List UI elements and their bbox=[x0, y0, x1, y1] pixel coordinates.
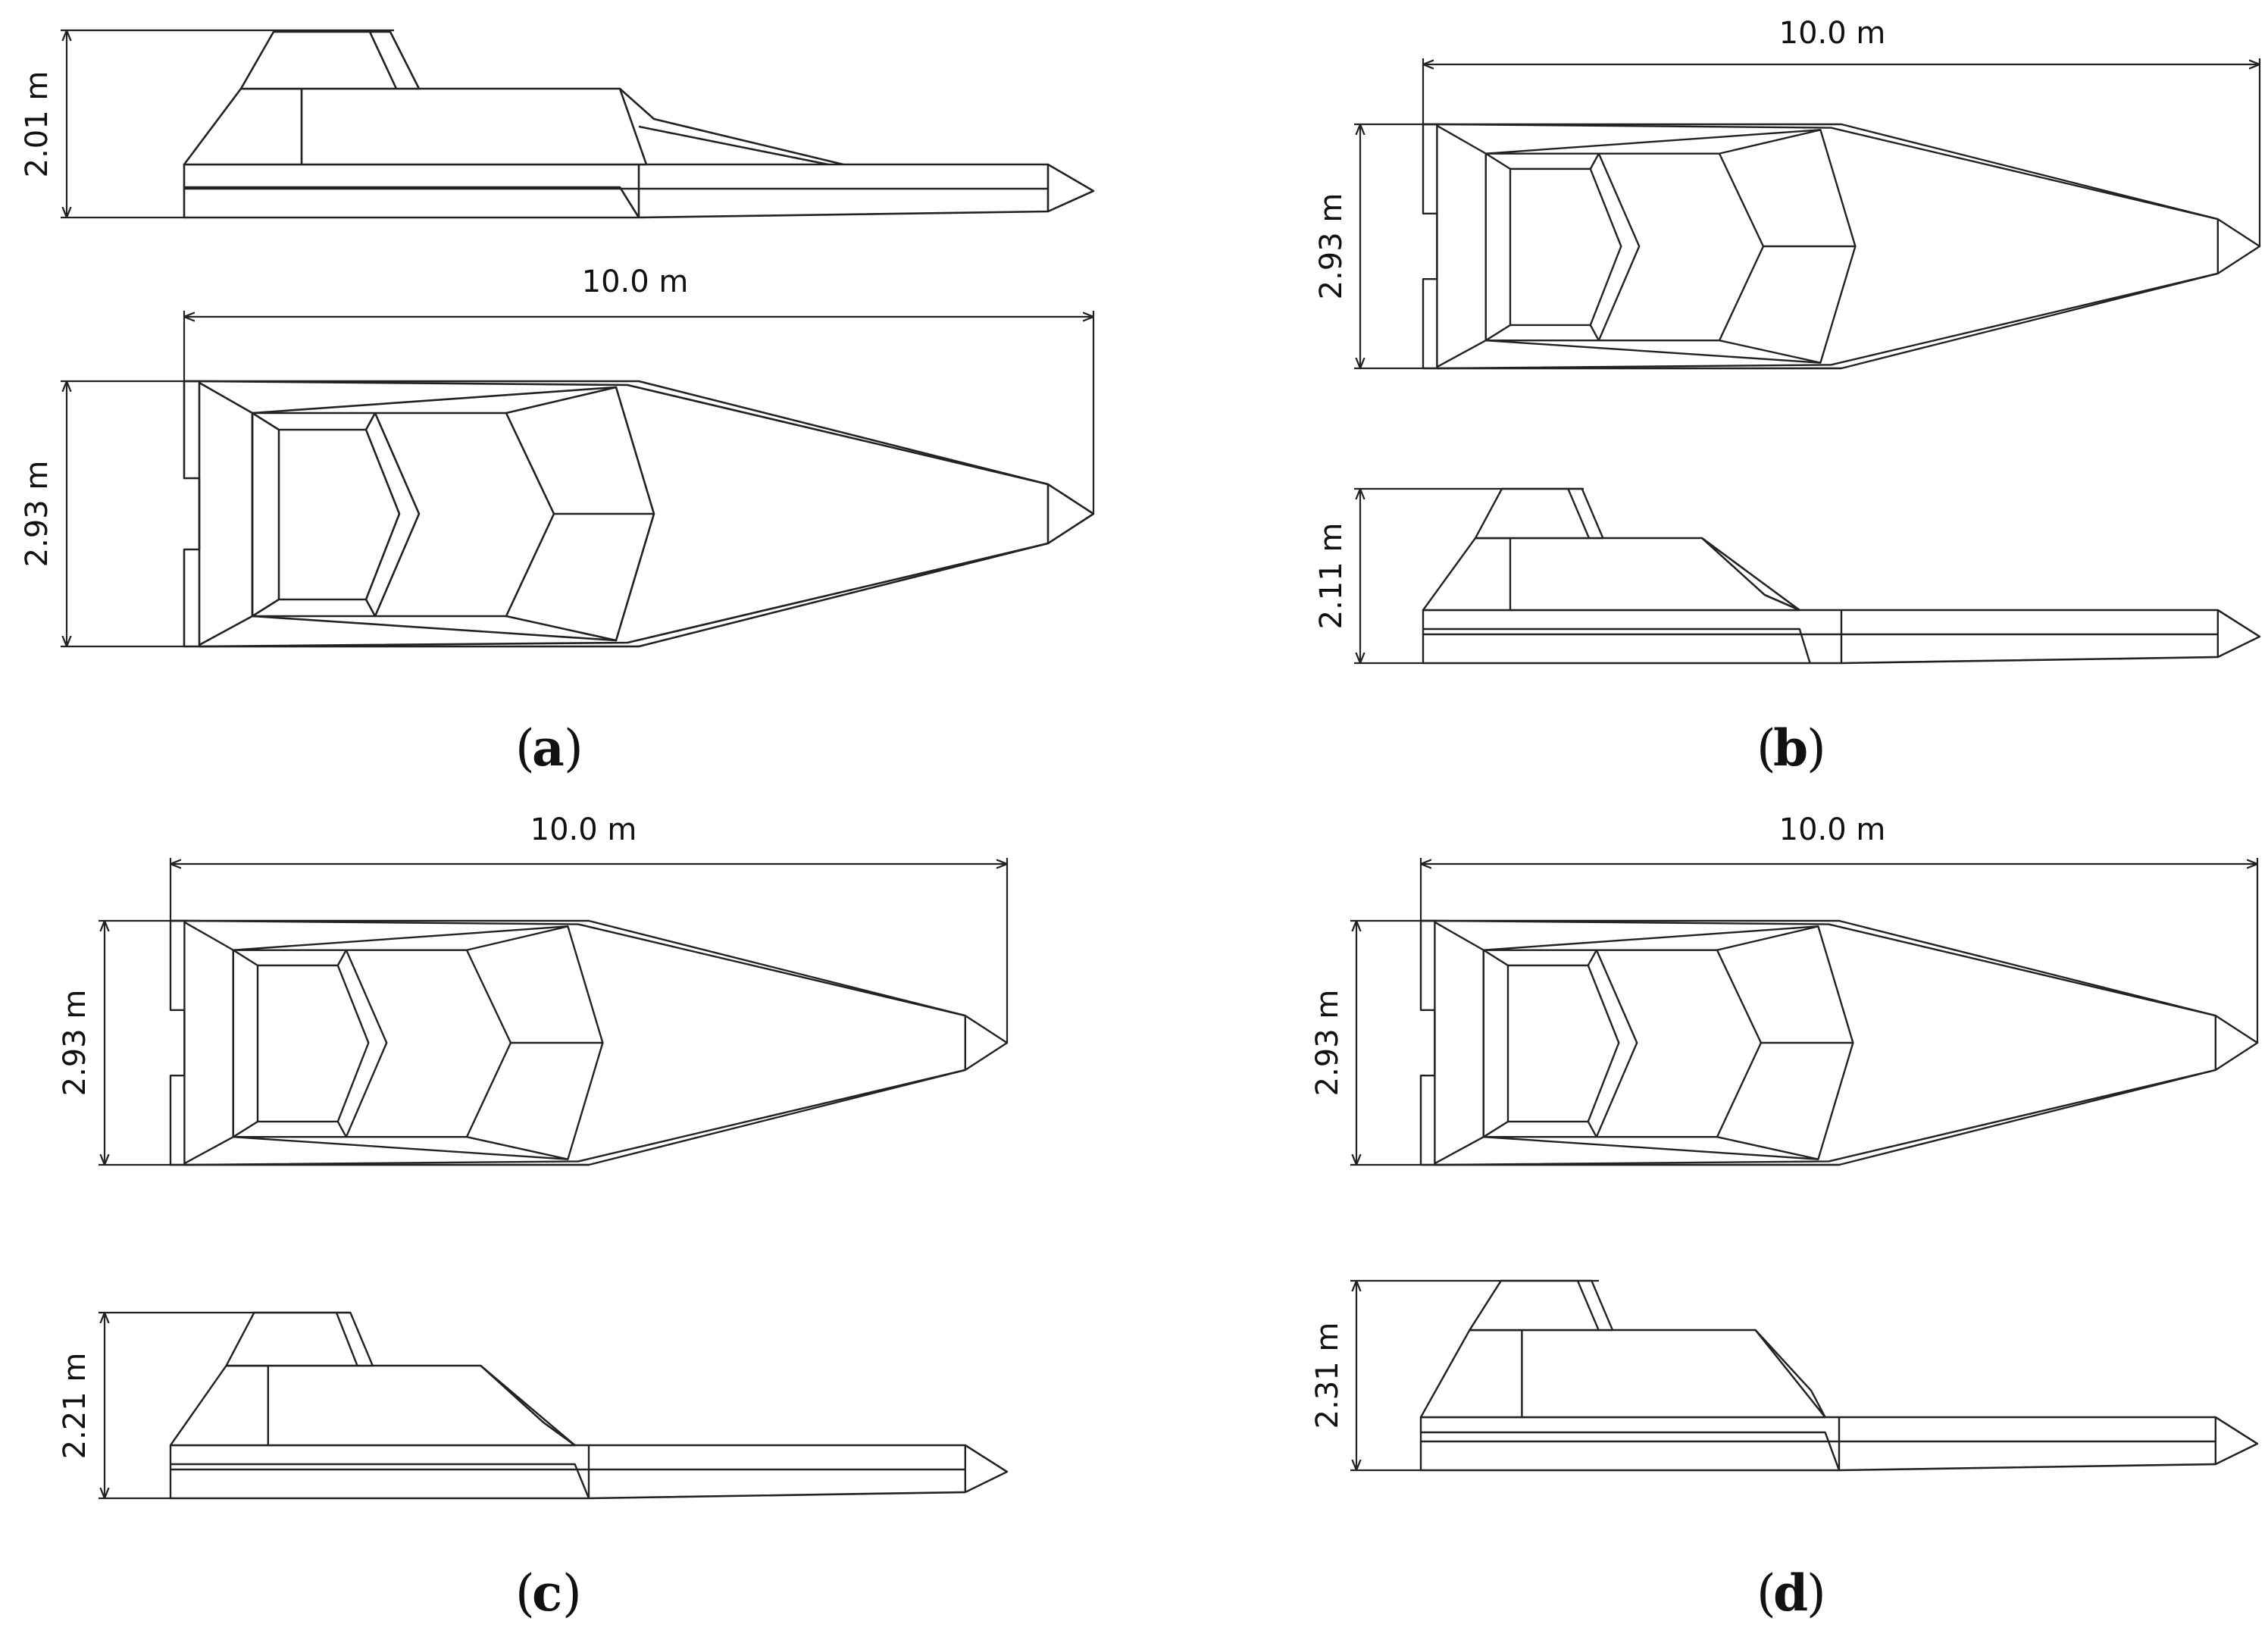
svg-text:d: d bbox=[1773, 1563, 1808, 1623]
panel-c: 10.0 m 2.93 m 2.21 m ( c ) bbox=[58, 812, 1009, 1623]
svg-text:c: c bbox=[532, 1563, 562, 1623]
panel-b-side-view: 2.11 m bbox=[1314, 487, 2261, 665]
panel-d-caption: ( d ) bbox=[1757, 1563, 1826, 1623]
panel-c-beam-label: 2.93 m bbox=[58, 990, 92, 1097]
svg-text:): ) bbox=[564, 719, 583, 778]
panel-d: 10.0 m 2.93 m 2.31 m ( d ) bbox=[1310, 812, 2259, 1623]
panel-a-height-label: 2.01 m bbox=[20, 71, 55, 178]
panel-a-top-view: 10.0 m 2.93 m bbox=[20, 264, 1095, 648]
panel-b-length-label: 10.0 m bbox=[1779, 16, 1886, 51]
svg-text:(: ( bbox=[515, 1564, 535, 1623]
panel-c-caption: ( c ) bbox=[515, 1563, 582, 1623]
panel-b: 10.0 m 2.93 m 2.11 m ( b ) bbox=[1314, 16, 2261, 778]
panel-a-side-view: 2.01 m bbox=[20, 29, 1095, 219]
svg-text:): ) bbox=[562, 1564, 582, 1623]
panel-c-top-view: 10.0 m 2.93 m bbox=[58, 812, 1009, 1166]
panel-a: 2.01 m 10.0 m 2.93 m ( a ) bbox=[20, 29, 1095, 778]
panel-d-length-label: 10.0 m bbox=[1779, 812, 1886, 847]
panel-d-side-view: 2.31 m bbox=[1310, 1279, 2259, 1472]
svg-text:(: ( bbox=[1757, 1564, 1776, 1623]
svg-text:): ) bbox=[1807, 1564, 1826, 1623]
panel-a-length-label: 10.0 m bbox=[582, 264, 689, 299]
svg-text:(: ( bbox=[1757, 719, 1776, 778]
panel-d-beam-label: 2.93 m bbox=[1310, 990, 1345, 1097]
panel-b-height-label: 2.11 m bbox=[1314, 523, 1349, 630]
panel-d-top-view: 10.0 m 2.93 m bbox=[1310, 812, 2259, 1166]
svg-text:(: ( bbox=[515, 719, 535, 778]
panel-a-caption: ( a ) bbox=[515, 718, 583, 778]
panel-c-side-view: 2.21 m bbox=[58, 1311, 1009, 1500]
panel-a-beam-label: 2.93 m bbox=[20, 461, 55, 568]
svg-text:a: a bbox=[532, 718, 565, 778]
panel-c-length-label: 10.0 m bbox=[530, 812, 637, 847]
panel-c-height-label: 2.21 m bbox=[58, 1353, 92, 1460]
panel-d-height-label: 2.31 m bbox=[1310, 1322, 1345, 1429]
panel-b-beam-label: 2.93 m bbox=[1314, 193, 1349, 300]
panel-b-caption: ( b ) bbox=[1757, 718, 1826, 778]
panel-b-top-view: 10.0 m 2.93 m bbox=[1314, 16, 2261, 370]
svg-text:b: b bbox=[1773, 718, 1808, 778]
svg-text:): ) bbox=[1807, 719, 1826, 778]
